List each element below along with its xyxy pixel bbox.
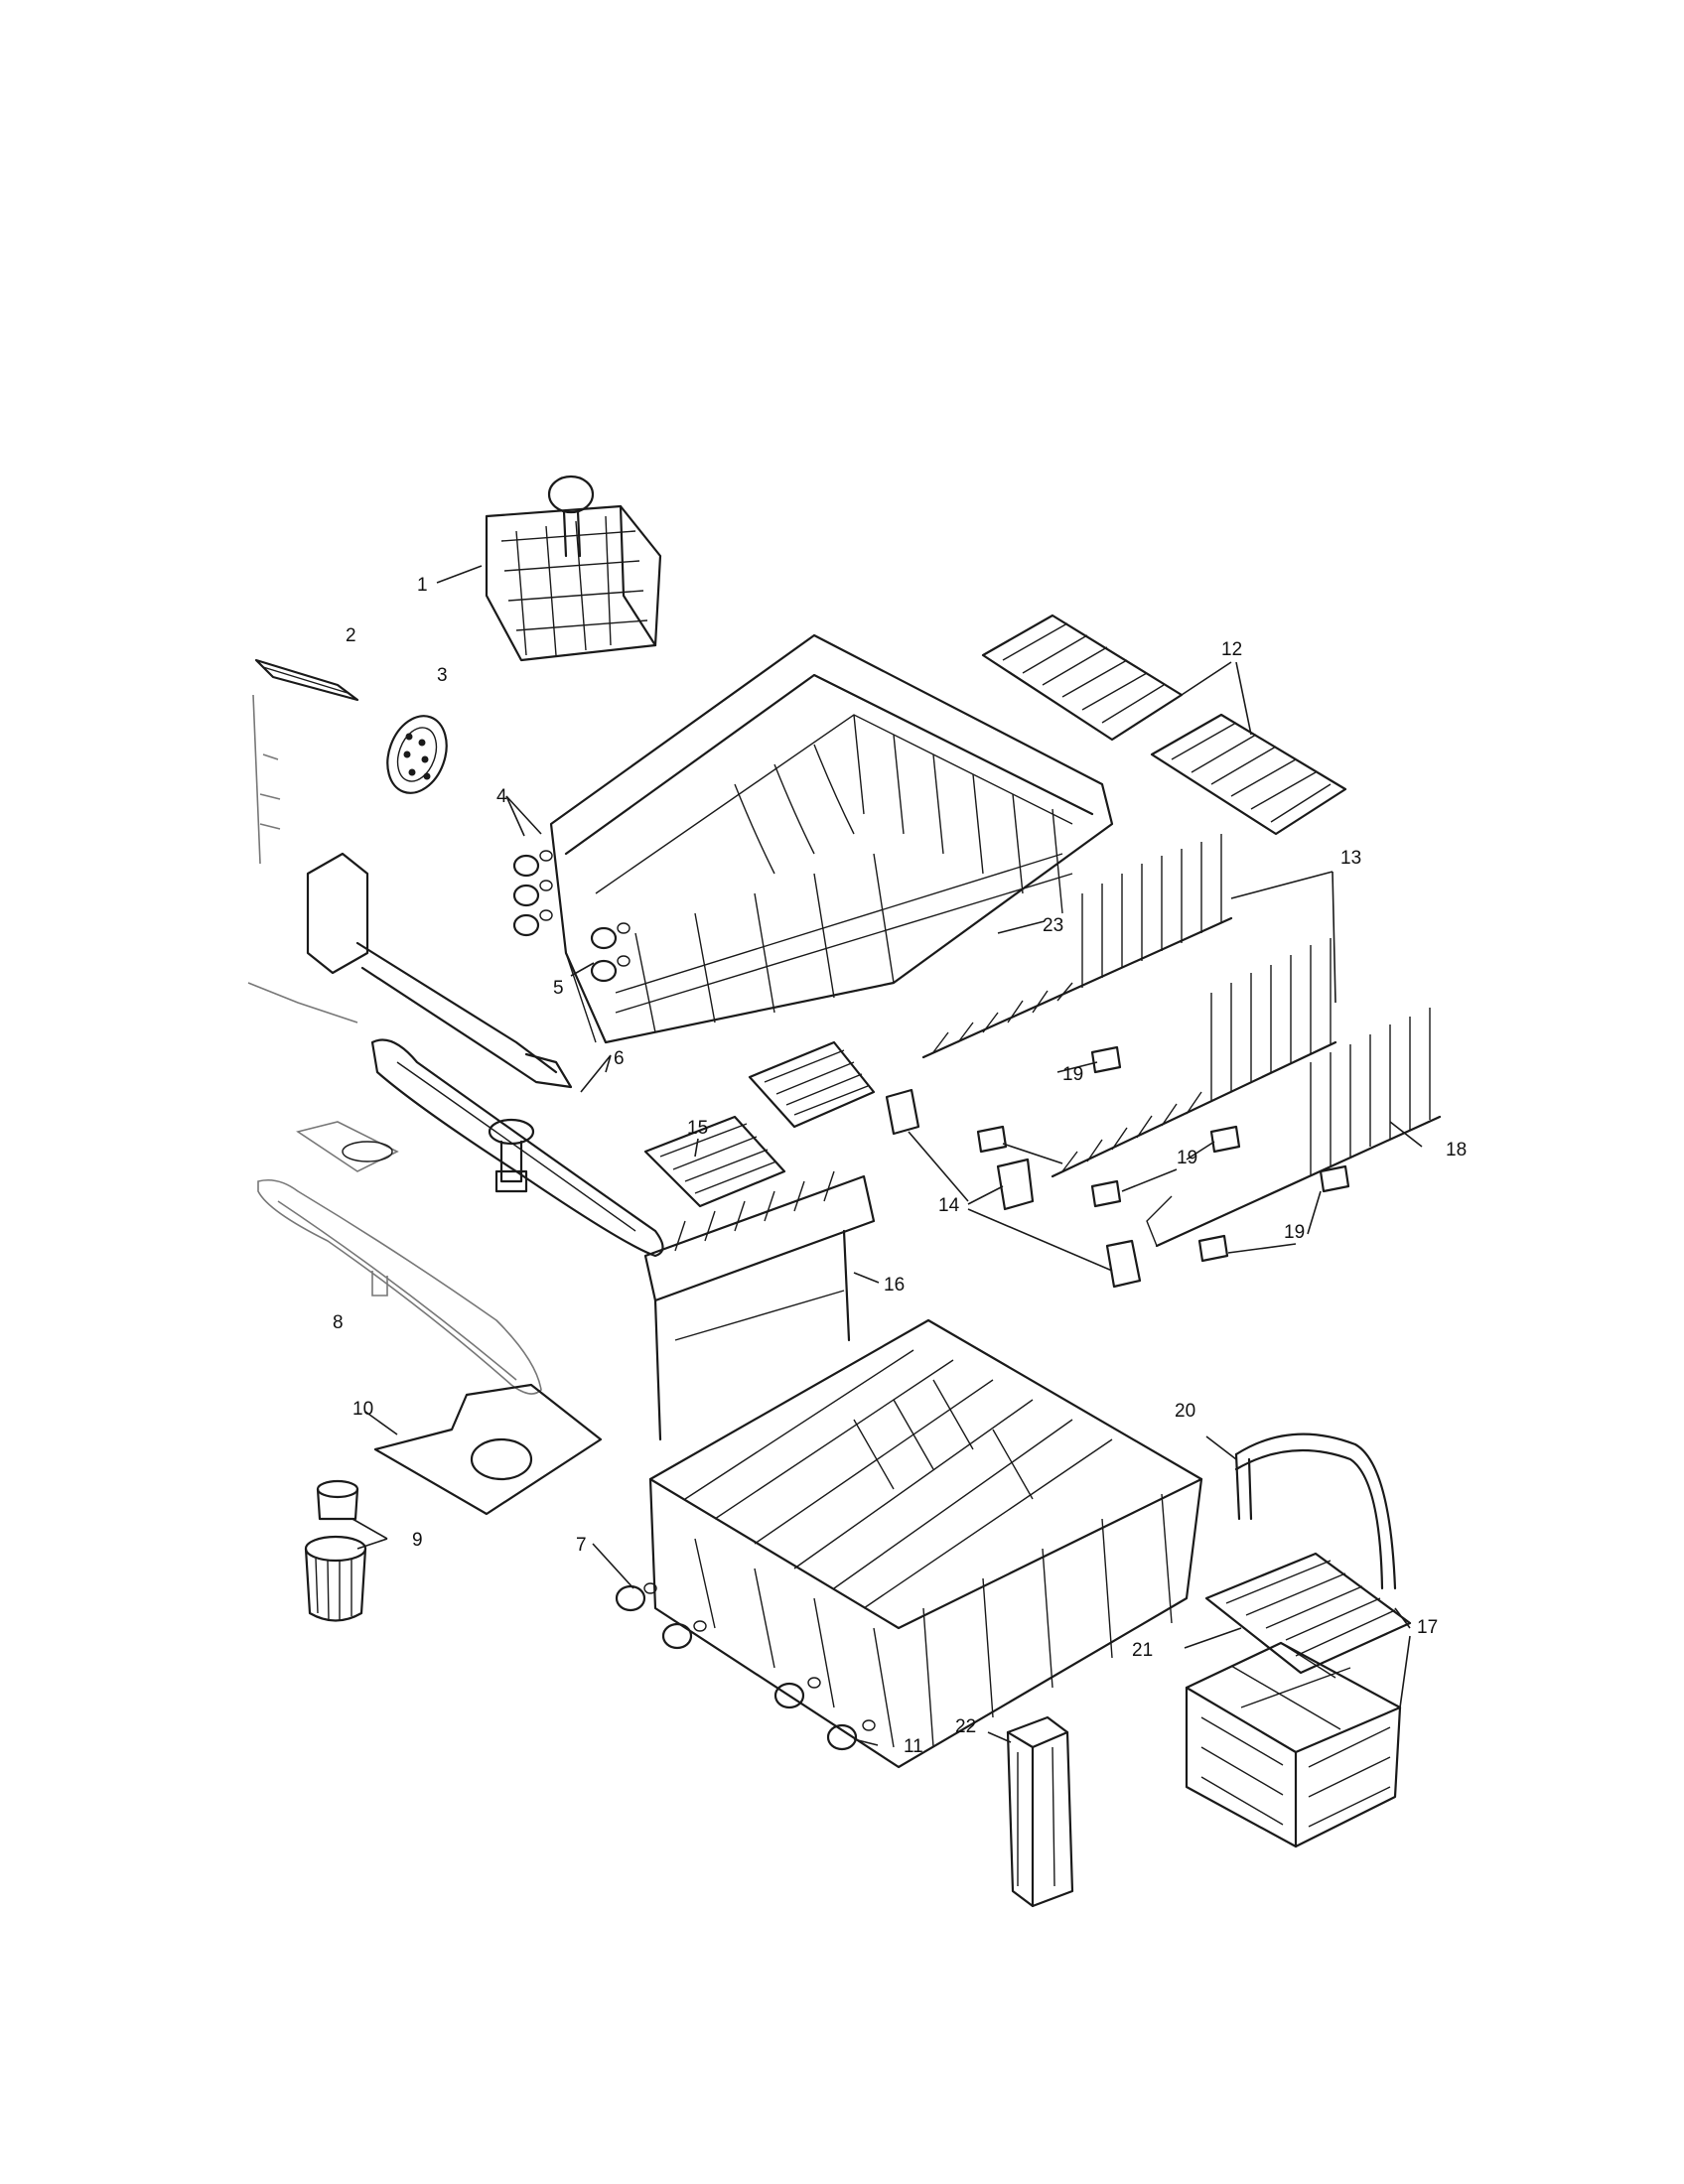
part-16-rack-insert: [643, 1170, 876, 1441]
callout-8: 8: [333, 1312, 344, 1333]
part-17-cutlery-basket: [1185, 1641, 1402, 1848]
part-4-rack-wheels: [512, 850, 553, 937]
callout-6: 6: [614, 1048, 625, 1069]
part-11-lower-rack-wheels: [773, 1677, 876, 1751]
part-13-tine-row-a: [921, 834, 1233, 1059]
callout-4: 4: [496, 786, 507, 807]
part-5-rack-wheels: [590, 922, 631, 983]
callout-labels: 1 2 3 4 5 6 7 8 9 10 11 12 13 14 15 16 1…: [333, 575, 1467, 1757]
callout-16: 16: [884, 1275, 905, 1296]
callout-1: 1: [417, 575, 428, 596]
part-21-basket-lid: [1204, 1552, 1412, 1675]
callout-23: 23: [1043, 915, 1063, 936]
lower-rack: [648, 1318, 1203, 1769]
upper-rack: [549, 633, 1114, 1044]
part-18-tine-row: [1146, 1008, 1442, 1248]
leader-lines: [351, 565, 1423, 1746]
part-12-cup-shelf-top: [981, 614, 1184, 742]
part-20-basket-handle: [1234, 1433, 1397, 1590]
callout-10: 10: [352, 1399, 373, 1420]
part-15-tine-trays: [643, 1040, 876, 1208]
callout-7: 7: [576, 1535, 587, 1556]
spray-arm-hub: [296, 1121, 399, 1172]
callout-18: 18: [1446, 1140, 1467, 1160]
part-2-rail: [254, 658, 359, 702]
callout-9: 9: [412, 1530, 423, 1551]
part-12-cup-shelf-bottom: [1150, 713, 1347, 836]
part-7-lower-rack-wheels: [615, 1582, 707, 1650]
callout-21: 21: [1132, 1640, 1153, 1661]
callout-19-c: 19: [1284, 1222, 1305, 1243]
left-edge-housing-sketch: [247, 694, 358, 1024]
callout-22: 22: [955, 1716, 976, 1737]
callout-12: 12: [1221, 639, 1242, 660]
callout-13: 13: [1340, 848, 1361, 869]
callout-11: 11: [904, 1736, 923, 1757]
part-9-filter-assembly: [304, 1479, 367, 1622]
part-3-filter-disc: [386, 715, 448, 794]
callout-2: 2: [346, 625, 356, 646]
part-8-lower-spray-arm: [257, 1178, 542, 1395]
callout-3: 3: [437, 665, 448, 686]
callout-14: 14: [938, 1195, 960, 1216]
callout-19-a: 19: [1062, 1064, 1083, 1085]
callout-15: 15: [687, 1118, 708, 1139]
part-14-rack-adjusters: [885, 1088, 1142, 1289]
callout-20: 20: [1175, 1401, 1195, 1422]
part-19-clips: [976, 1045, 1350, 1263]
callout-5: 5: [553, 978, 564, 999]
part-1-cutlery-basket: [485, 475, 662, 662]
callout-19-b: 19: [1177, 1148, 1197, 1168]
part-13-tine-row-b: [1051, 938, 1337, 1178]
part-22-silverware-holder: [1006, 1715, 1074, 1908]
part-10-filter-plate: [373, 1383, 603, 1516]
part-6-spray-arm: [370, 1038, 664, 1258]
upper-spray-tube: [306, 852, 573, 1089]
callout-17: 17: [1417, 1617, 1438, 1638]
